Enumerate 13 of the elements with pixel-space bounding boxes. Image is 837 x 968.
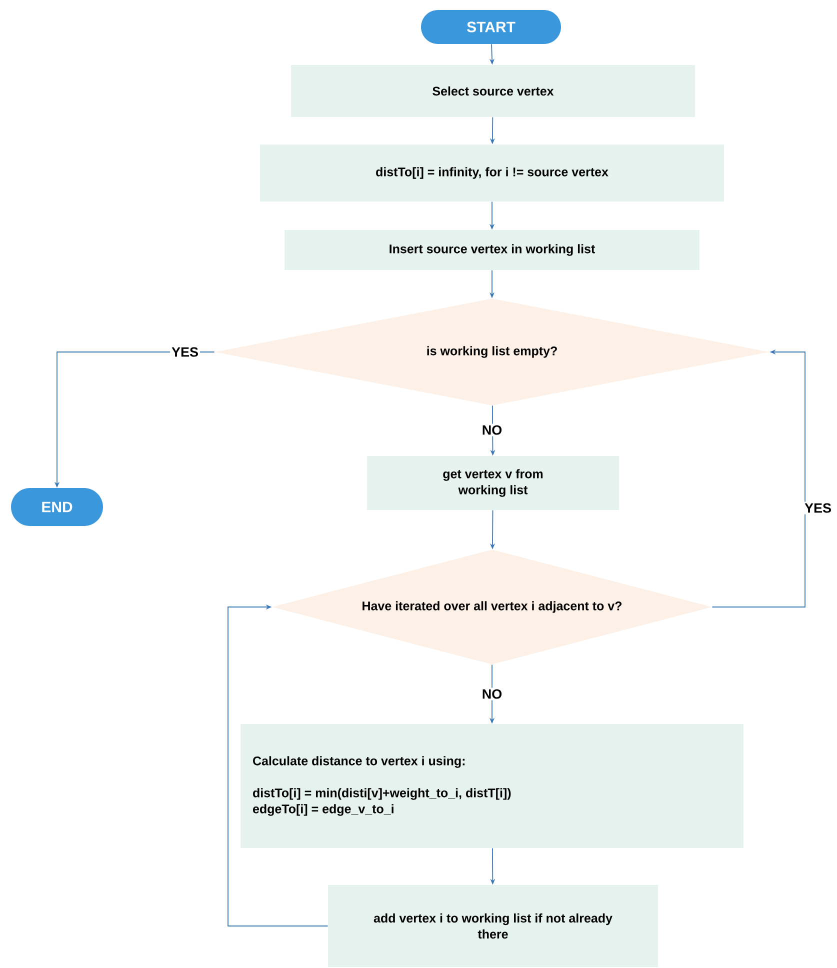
edge-label: NO: [480, 424, 504, 436]
process-box: add vertex i to working list if not already there: [328, 885, 658, 967]
process-box: get vertex v from working list: [367, 456, 619, 510]
process-box: Calculate distance to vertex i using: distTo[i] = min(disti[v]+weight_to_i, distT[i]) edgeTo[i] = edge_v_to_i: [240, 724, 744, 848]
edge-label: YES: [170, 346, 200, 358]
terminal-pill: END: [11, 488, 103, 526]
terminal-pill: START: [421, 10, 561, 44]
process-box: Insert source vertex in working list: [284, 230, 700, 270]
edge-label: NO: [480, 688, 504, 700]
process-box: Select source vertex: [291, 65, 696, 117]
process-box: distTo[i] = infinity, for i != source vertex: [260, 144, 724, 202]
edge-label: YES: [803, 502, 834, 514]
arrow: [228, 604, 328, 926]
